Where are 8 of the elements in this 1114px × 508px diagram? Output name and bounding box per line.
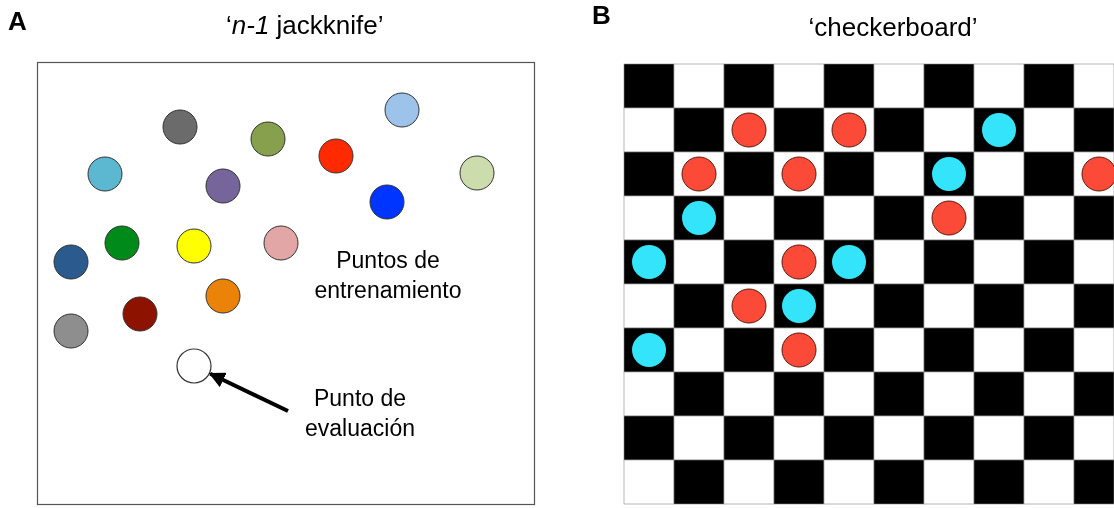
arrow xyxy=(208,371,289,413)
annotation-text: Puntos de entrenamiento xyxy=(313,246,463,305)
panel-title: ‘n-1 jackknife’ xyxy=(226,10,384,41)
open-circle xyxy=(176,348,212,384)
callout-text: Punto de evaluación xyxy=(275,384,445,444)
panel-letter: B xyxy=(592,0,611,31)
panel-letter: A xyxy=(8,6,27,37)
panel-title: ‘checkerboard’ xyxy=(808,12,978,43)
